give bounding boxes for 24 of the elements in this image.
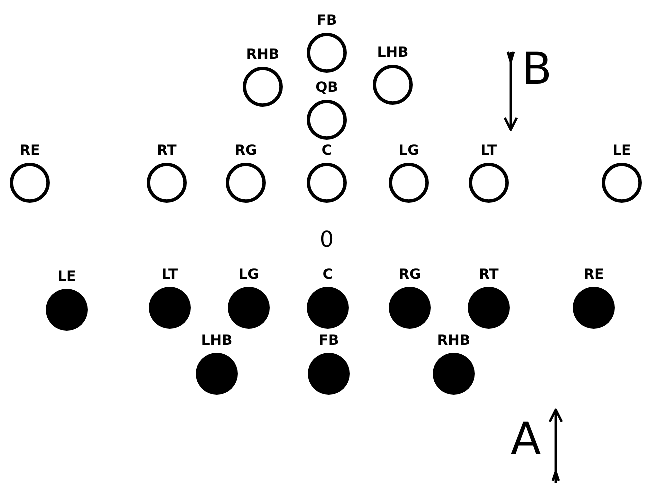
- position-label: RHB: [437, 333, 471, 349]
- direction-label: B: [522, 48, 552, 92]
- position-label: QB: [316, 80, 338, 96]
- direction-label: A: [511, 418, 542, 462]
- position-label: RT: [479, 267, 499, 283]
- position-label: C: [322, 267, 334, 283]
- position-label: LT: [480, 143, 498, 159]
- position-label: FB: [316, 13, 338, 29]
- position-label: LHB: [377, 45, 409, 61]
- position-label: RE: [20, 143, 40, 159]
- position-label: FB: [318, 333, 340, 349]
- position-label: RHB: [246, 47, 280, 63]
- position-label: C: [322, 143, 332, 159]
- position-label: LG: [238, 267, 260, 283]
- position-label: LHB: [201, 333, 233, 349]
- position-label: RT: [157, 143, 177, 159]
- position-label: LE: [58, 269, 76, 285]
- position-label: LE: [612, 143, 632, 159]
- position-label: RE: [584, 267, 604, 283]
- position-label: RG: [398, 267, 422, 283]
- position-label: RG: [234, 143, 258, 159]
- position-label: LT: [162, 267, 178, 283]
- position-label: LG: [398, 143, 420, 159]
- line-of-scrimmage-mark: 0: [320, 230, 334, 252]
